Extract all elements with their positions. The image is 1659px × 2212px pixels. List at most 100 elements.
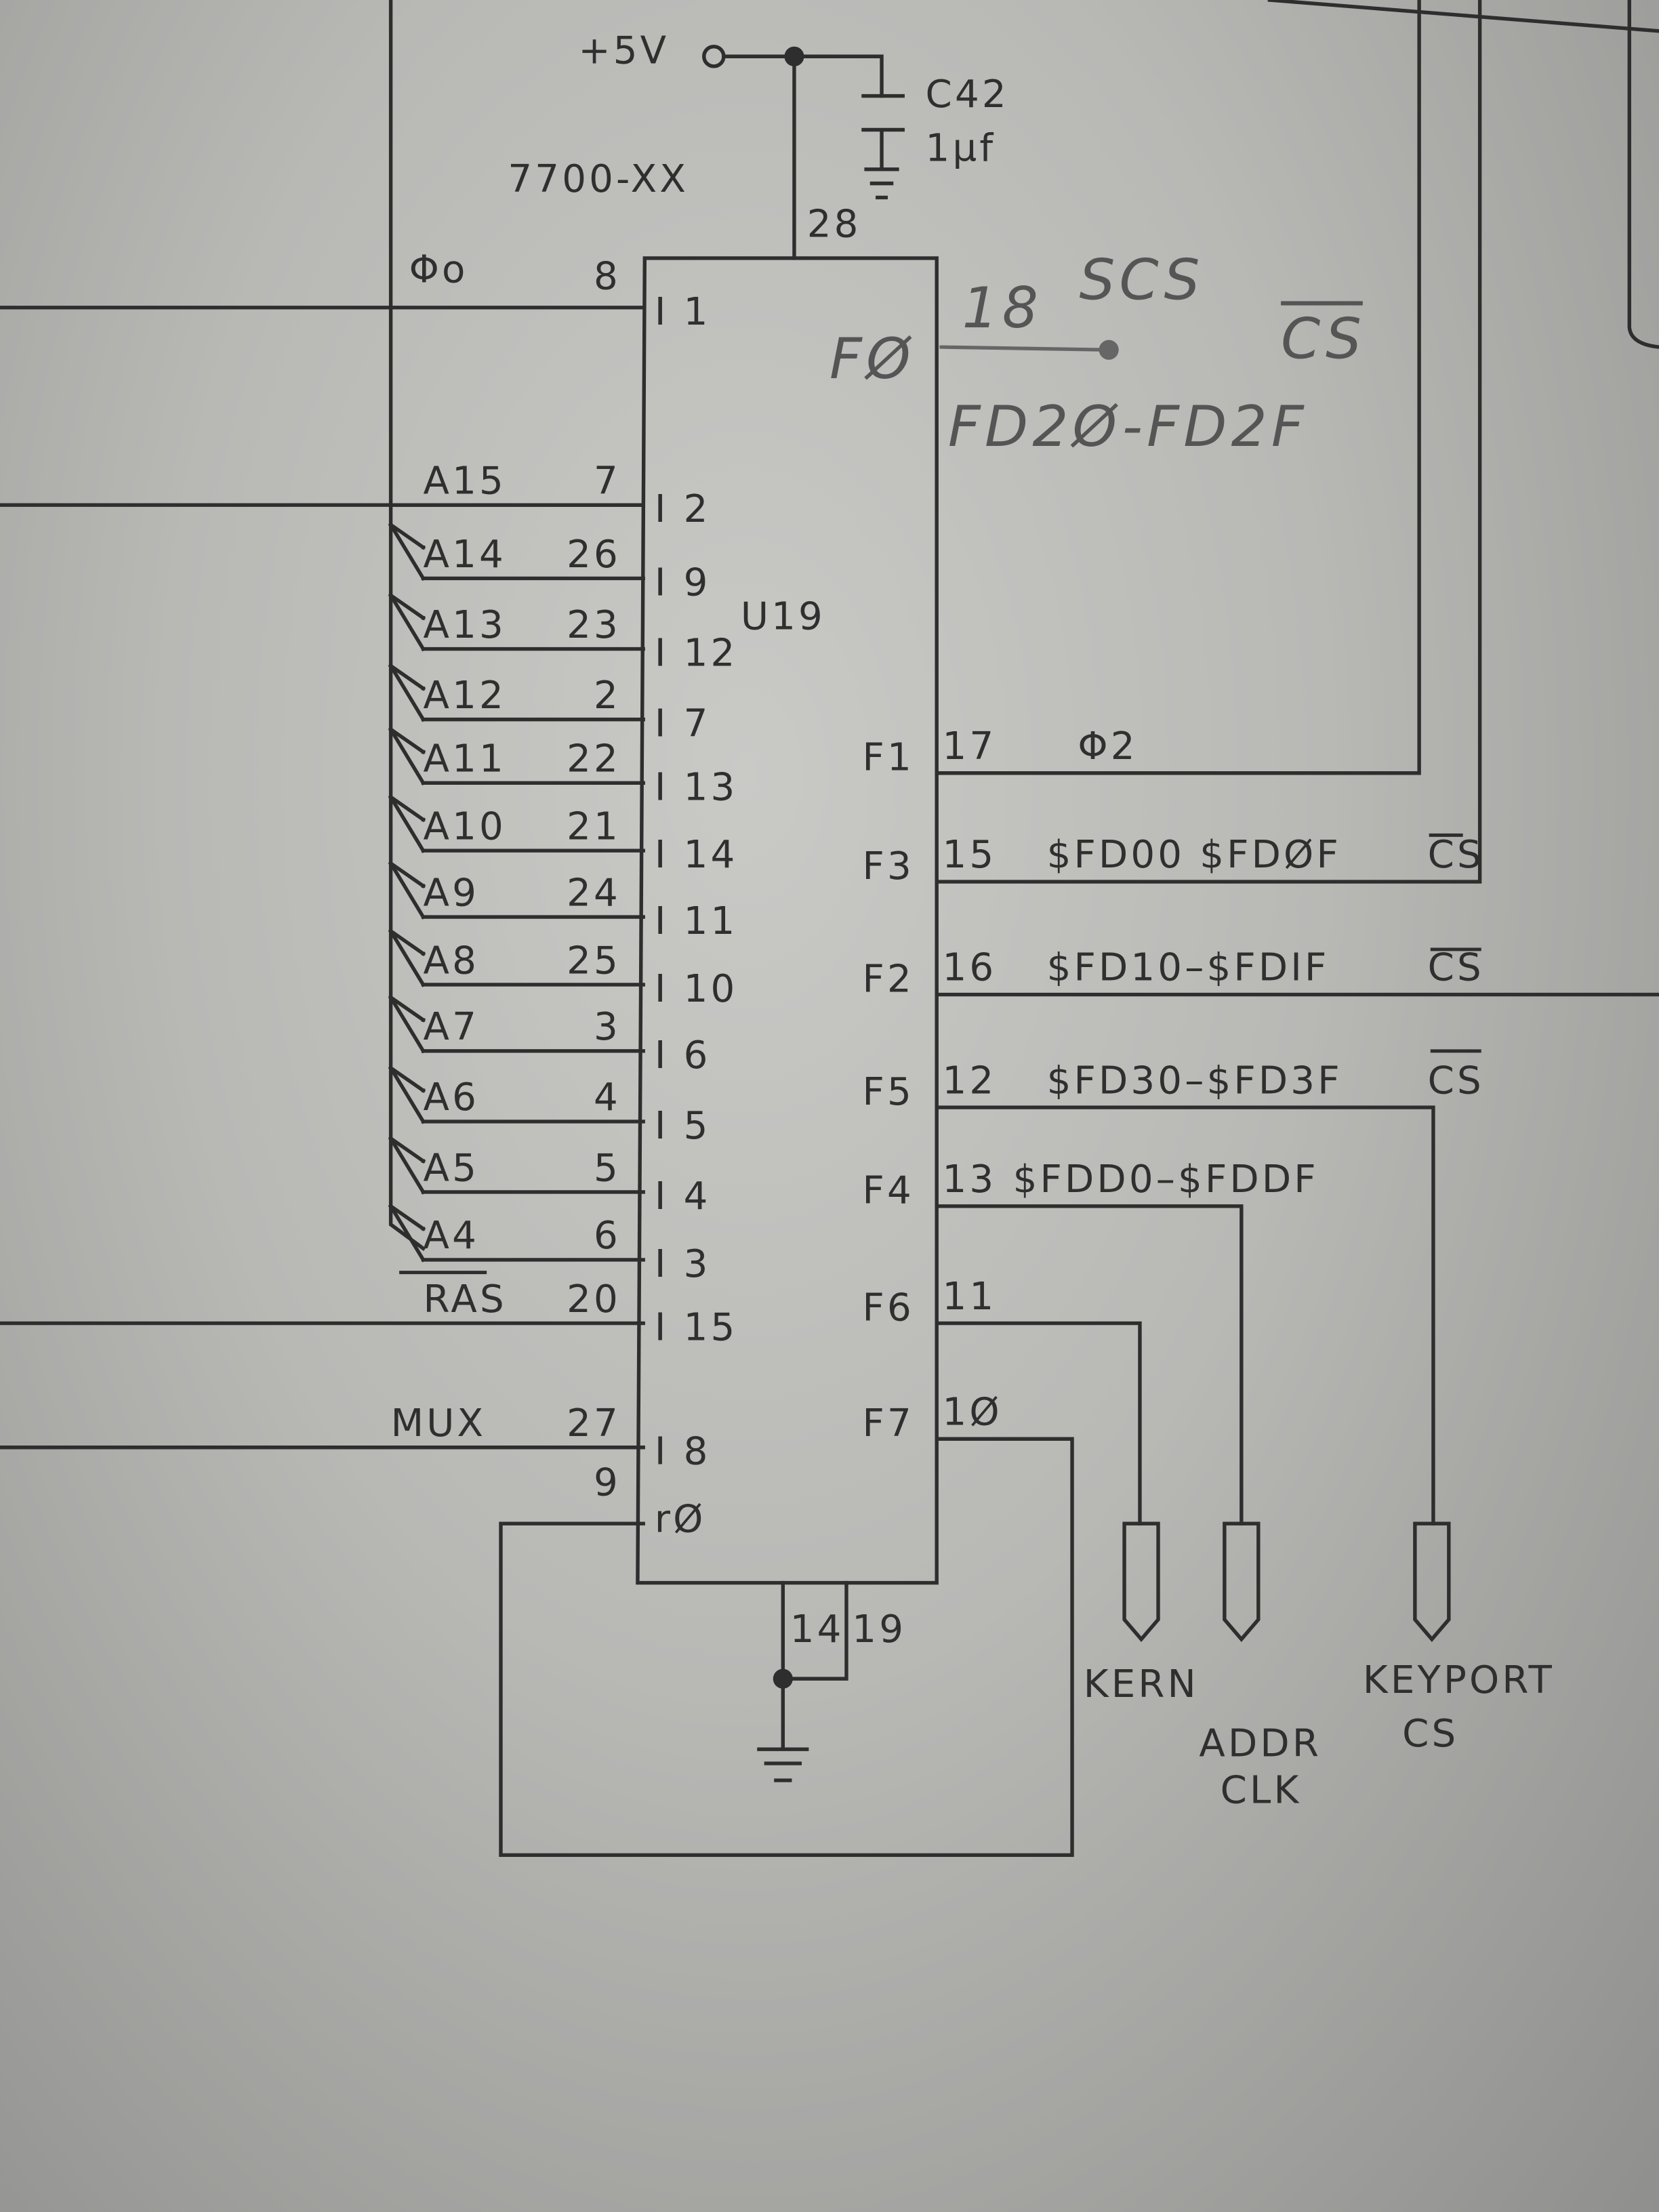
input-signal: A14	[423, 533, 506, 577]
output-address-label: $FDD0–$FDDF	[1013, 1158, 1319, 1202]
connector-keyport-label: KEYPORT	[1363, 1658, 1555, 1702]
bus-tap	[388, 726, 426, 755]
input-port: I 4	[655, 1174, 711, 1218]
hw-cs: CS	[1281, 306, 1366, 372]
input-signal: A15	[423, 459, 506, 504]
input-signal: Φo	[409, 247, 468, 291]
input-pin-number: 27	[567, 1401, 621, 1446]
input-signal: A12	[423, 674, 506, 718]
keyport-cs-connector	[1413, 1521, 1451, 1643]
input-pin-row: A13 23 I 12	[388, 592, 738, 676]
input-port: I 12	[655, 632, 738, 676]
bus-tap	[388, 522, 426, 550]
connectors	[1122, 1521, 1451, 1643]
hw-port: FØ	[830, 326, 915, 392]
input-port: I 8	[655, 1430, 711, 1474]
output-pin-number: 1Ø	[943, 1390, 1002, 1434]
input-port: I 9	[655, 560, 711, 605]
input-pin-row: 9rØ	[594, 1461, 706, 1542]
input-pin-number: 7	[594, 459, 621, 504]
output-pin-number: 15	[943, 833, 997, 877]
chip-part: 7700-XX	[508, 157, 689, 201]
connector-addr-label: ADDR	[1199, 1722, 1322, 1766]
connector-cs-label: CS	[1402, 1712, 1458, 1756]
bus-tap	[388, 663, 426, 691]
input-port: I 1	[655, 290, 711, 334]
bus-tap	[388, 1136, 426, 1164]
input-signal: A7	[423, 1005, 479, 1049]
input-signal: RAS	[423, 1277, 506, 1322]
input-signal: A9	[423, 871, 479, 915]
output-cs-label: CS	[1428, 1059, 1484, 1103]
bus-tap	[388, 794, 426, 823]
output-pin-number: 13	[943, 1158, 997, 1202]
input-port: I 2	[655, 487, 711, 531]
output-pin-row: F4 13 $FDD0–$FDDF	[862, 1158, 1319, 1213]
input-pin-number: 20	[567, 1277, 621, 1322]
vcc-pin: 28	[807, 203, 861, 247]
input-signal: A11	[423, 737, 506, 781]
input-port: I 14	[655, 833, 738, 877]
input-port: I 15	[655, 1306, 738, 1350]
bus-tap	[388, 592, 426, 621]
hw-signal: SCS	[1079, 247, 1204, 312]
input-pin-number: 25	[567, 939, 621, 983]
connector-kern-label: KERN	[1084, 1662, 1199, 1706]
input-signal: A4	[423, 1214, 479, 1258]
output-cs-label: CS	[1428, 833, 1484, 877]
input-signal: A13	[423, 603, 506, 647]
output-address-label: Φ2	[1078, 724, 1137, 769]
hw-range: FD2Ø-FD2F	[948, 394, 1308, 459]
output-port: F1	[862, 736, 914, 780]
input-pin-row: RAS 20 I 15	[423, 1277, 738, 1350]
input-port: I 3	[655, 1242, 711, 1286]
addr-clk-connector	[1223, 1521, 1261, 1643]
cap-name: C42	[926, 73, 1009, 117]
output-port: F5	[862, 1070, 914, 1114]
input-pin-row: MUX 27 I 8	[391, 1401, 711, 1474]
output-address-label: $FD30–$FD3F	[1047, 1059, 1343, 1103]
input-port: rØ	[655, 1498, 706, 1542]
supply-label: +5V	[578, 29, 669, 73]
gnd-pin-14: 14	[790, 1607, 844, 1652]
kern-connector	[1122, 1521, 1160, 1643]
bus-tap	[388, 1204, 426, 1231]
input-signal: A5	[423, 1146, 479, 1190]
output-pin-row: F7 1Ø	[862, 1390, 1002, 1446]
input-signal: A10	[423, 805, 506, 849]
output-pin-number: 17	[943, 724, 997, 769]
input-pin-number: 23	[567, 603, 621, 647]
input-port: I 5	[655, 1104, 711, 1148]
bus-tap	[388, 1065, 426, 1093]
output-port: F7	[862, 1401, 914, 1446]
input-pin-number: 3	[594, 1005, 621, 1049]
bus-tap	[388, 994, 426, 1023]
input-port: I 7	[655, 702, 711, 746]
output-pin-number: 16	[943, 946, 997, 990]
output-address-label: $FD00 $FDØF	[1047, 833, 1341, 877]
input-signal: MUX	[391, 1401, 487, 1446]
bus-tap	[388, 861, 426, 889]
connector-clk-label: CLK	[1221, 1768, 1302, 1812]
input-pin-number: 2	[594, 674, 621, 718]
output-pin-row: F1 17 Φ2	[862, 724, 1137, 780]
output-port: F4	[862, 1169, 914, 1213]
output-pin-number: 11	[943, 1275, 997, 1319]
gnd-pin-19: 19	[852, 1607, 906, 1652]
output-cs-label: CS	[1428, 946, 1484, 990]
